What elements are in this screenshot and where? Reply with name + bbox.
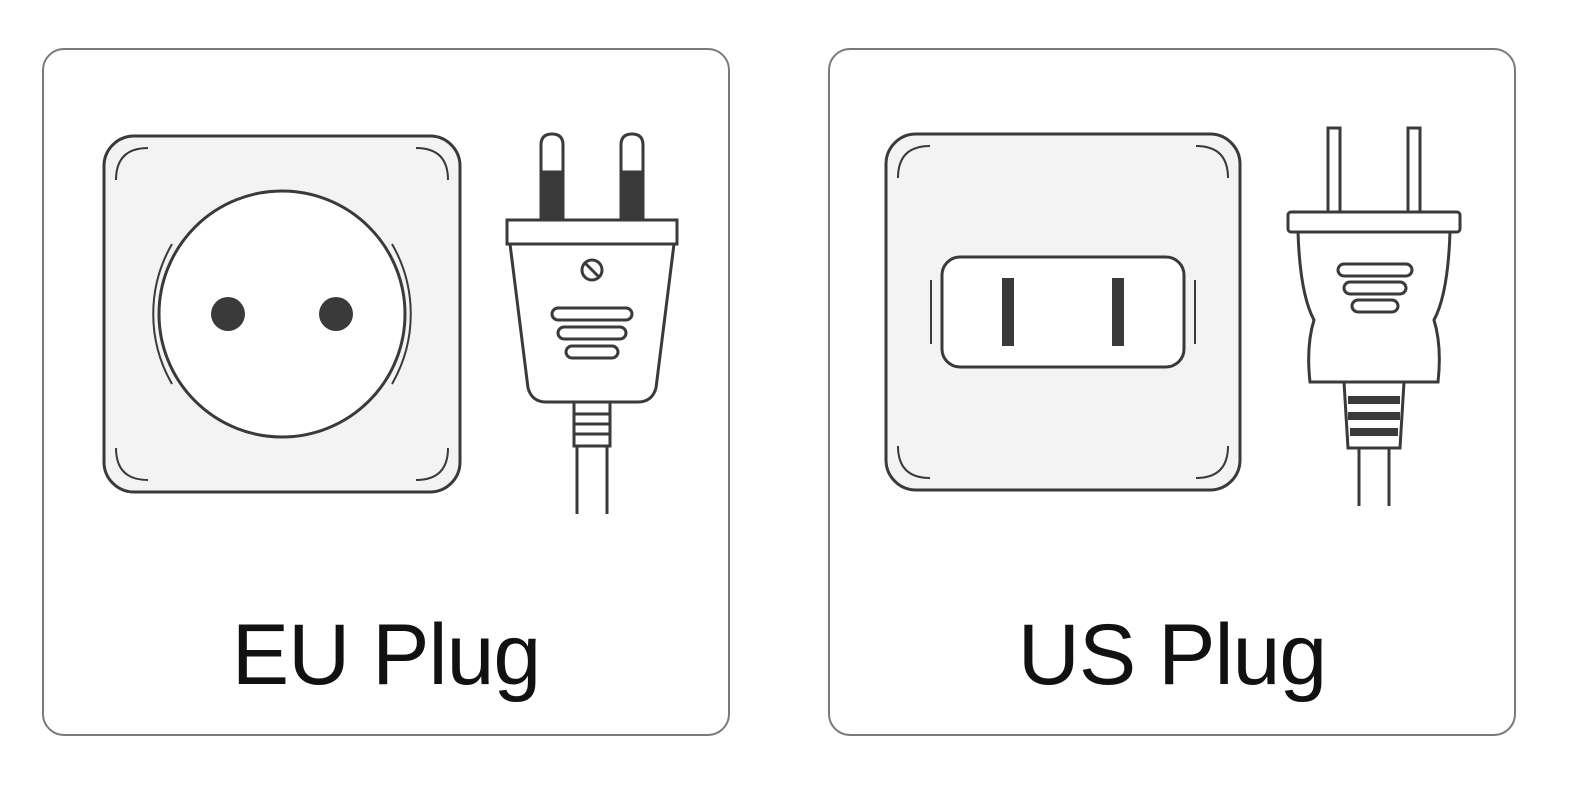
eu-plug-card: EU Plug	[42, 48, 730, 736]
eu-plug-icon	[505, 132, 679, 514]
eu-socket-icon	[102, 134, 462, 494]
us-plug-icon	[1286, 126, 1462, 506]
eu-illustration	[102, 132, 679, 514]
us-illustration	[884, 126, 1462, 506]
us-socket-icon	[884, 132, 1242, 492]
us-plug-card: US Plug	[828, 48, 1516, 736]
eu-plug-label: EU Plug	[231, 607, 542, 703]
us-plug-label: US Plug	[1017, 607, 1328, 703]
